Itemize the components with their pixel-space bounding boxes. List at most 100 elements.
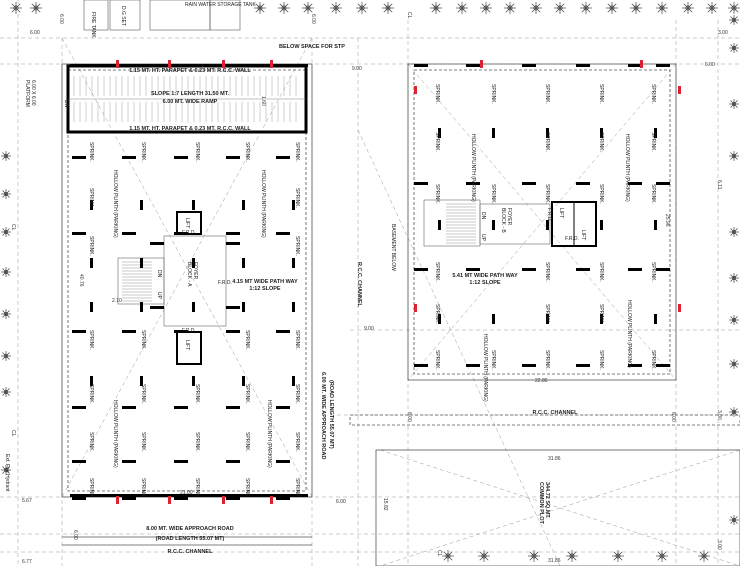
sprinkler-label: SPRINK.: [140, 142, 146, 162]
column: [122, 497, 136, 500]
tree-icon: [566, 550, 578, 562]
column: [192, 302, 195, 312]
red-column-mark: [678, 304, 681, 312]
sprinkler-label: SPRINK.: [140, 330, 146, 350]
sprinkler-label: SPRINK.: [650, 132, 656, 152]
column: [522, 182, 536, 185]
column: [242, 200, 245, 210]
column: [90, 302, 93, 312]
tree-icon: [729, 227, 739, 237]
dim-600-right: 6.00: [705, 62, 715, 68]
dg-set-label: D.G SET: [120, 6, 126, 26]
column-reference-marks: [116, 60, 681, 504]
column: [192, 376, 195, 386]
dn-b-label: DN: [480, 212, 486, 220]
column: [576, 364, 590, 367]
cl-left-1: CL: [10, 224, 16, 231]
sprinkler-label: SPRINK.: [434, 262, 440, 282]
tree-icon: [528, 550, 540, 562]
column: [466, 64, 480, 67]
red-column-mark: [168, 60, 171, 68]
column: [466, 268, 480, 271]
hollow-plinth-label: HOLLOW PLINTH (PARKING): [624, 134, 630, 202]
red-column-mark: [116, 60, 119, 68]
dim-2596: 25.96: [664, 214, 670, 227]
sprinkler-label: SPRINK.: [244, 142, 250, 162]
sprinkler-label: SPRINK.: [650, 262, 656, 282]
building-outlines: [61, 63, 740, 566]
column: [414, 268, 428, 271]
tree-icon: [729, 273, 739, 283]
frd-a3-label: F.R.D.: [218, 280, 232, 286]
sprinkler-label: SPRINK.: [598, 184, 604, 204]
sprinkler-label: SPRINK.: [598, 84, 604, 104]
column: [174, 497, 188, 500]
column: [292, 258, 295, 268]
sprinkler-label: SPRINK.: [544, 304, 550, 324]
sprinkler-label: SPRINK.: [434, 184, 440, 204]
hollow-plinth-label: HOLLOW PLINTH (PARKING): [470, 134, 476, 202]
dim-2100: 21.00: [180, 490, 193, 496]
hollow-plinth-label: HOLLOW PLINTH (PARKING): [626, 300, 632, 368]
sprinkler-label: SPRINK.: [244, 330, 250, 350]
service-boxes: [83, 0, 241, 31]
column: [150, 306, 164, 309]
column: [72, 460, 86, 463]
approach-road-v-label: 6.00 MT. WIDE APPROACH ROAD: [320, 372, 326, 460]
column: [576, 268, 590, 271]
dim-1582: 15.82: [382, 498, 388, 511]
column: [656, 182, 670, 185]
dim-900-mid: 9.00: [364, 326, 374, 332]
red-column-mark: [270, 496, 273, 504]
column: [90, 258, 93, 268]
column: [90, 200, 93, 210]
platform-label: PLATFORM: [24, 80, 30, 107]
column: [70, 64, 308, 67]
sprinkler-label: SPRINK.: [434, 350, 440, 370]
sprinkler-label: SPRINK.: [598, 132, 604, 152]
tree-icon: [729, 407, 739, 417]
column: [522, 364, 536, 367]
parapet-bottom-label: 1.15 MT. HT. PARAPET & 0.23 MT. R.C.C. W…: [129, 126, 251, 132]
sprinkler-label: SPRINK.: [244, 478, 250, 498]
sprinkler-label: SPRINK.: [88, 236, 94, 256]
dim-600-top-b: 6.00: [310, 14, 316, 24]
column: [492, 128, 495, 138]
tree-icon: [1, 351, 11, 361]
column: [546, 314, 549, 324]
basement-below-label: BASEMENT BELOW: [390, 224, 396, 271]
rcc-channel-h-label: R.C.C. CHANNEL: [533, 410, 579, 416]
sprinkler-label: SPRINK.: [544, 84, 550, 104]
tree-icon: [1, 189, 11, 199]
tree-icon: [456, 2, 468, 14]
sprinkler-label: SPRINK.: [88, 142, 94, 162]
tree-symbols-right: [729, 15, 739, 525]
foyer-a-label: FOYER: [192, 262, 198, 280]
column: [72, 497, 86, 500]
red-column-mark: [222, 496, 225, 504]
approach-road-h-len-label: (ROAD LENGTH 55.07 MT): [156, 536, 225, 542]
column: [656, 268, 670, 271]
sprinkler-label: SPRINK.: [434, 132, 440, 152]
tree-icon: [729, 359, 739, 369]
dim-600-bottom-b: 6.00: [670, 412, 676, 422]
column: [122, 156, 136, 159]
tree-icon: [1, 387, 11, 397]
tree-icon: [729, 15, 739, 25]
hollow-plinth-label: HOLLOW PLINTH (PARKING): [112, 400, 118, 468]
column: [90, 376, 93, 386]
sprinkler-label: SPRINK.: [490, 84, 496, 104]
path-b-label: 5.41 MT WIDE PATH WAY: [452, 273, 518, 279]
dim-600-top-a: 6.00: [58, 14, 64, 24]
tree-icon: [729, 43, 739, 53]
sprinkler-label: SPRINK.: [544, 184, 550, 204]
column: [628, 182, 642, 185]
column: [72, 156, 86, 159]
column: [276, 232, 290, 235]
column: [140, 376, 143, 386]
fire-tank-label: FIRE TANK: [90, 12, 96, 38]
tree-icon: [302, 2, 314, 14]
column: [414, 182, 428, 185]
